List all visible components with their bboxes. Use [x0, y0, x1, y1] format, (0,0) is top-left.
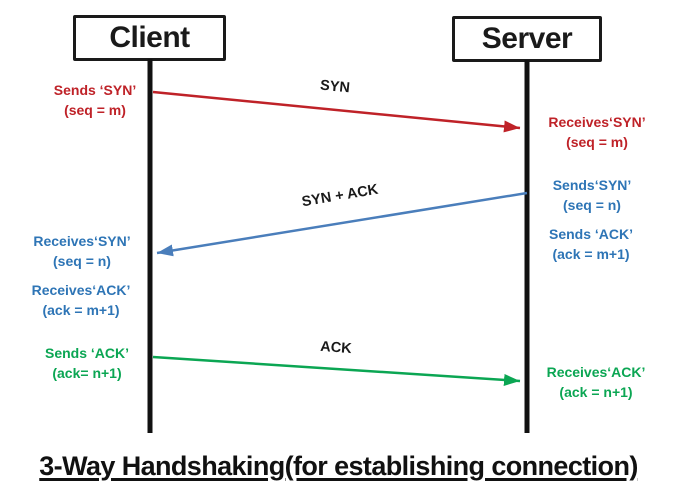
note-line: Receives‘ACK’: [546, 364, 646, 380]
note-server-sends-ack: Sends ‘ACK’ (ack = m+1): [531, 224, 651, 265]
note-client-receives-syn: Receives‘SYN’ (seq = n): [22, 231, 142, 272]
diagram-title: 3-Way Handshaking(for establishing conne…: [39, 451, 638, 481]
client-actor-box: Client: [73, 15, 226, 61]
note-line: Receives‘ACK’: [31, 282, 131, 298]
note-client-receives-ack: Receives‘ACK’ (ack = m+1): [21, 280, 141, 321]
server-actor-label: Server: [481, 22, 573, 55]
note-line: Sends ‘SYN’: [53, 82, 137, 98]
note-line: Receives‘SYN’: [548, 114, 646, 130]
synack-message-arrow: [156, 191, 528, 257]
note-line: (seq = m): [64, 102, 126, 119]
note-line: (ack= n+1): [52, 365, 122, 382]
note-line: (seq = n): [53, 253, 111, 270]
client-actor-label: Client: [109, 21, 190, 54]
note-line: (ack = n+1): [559, 384, 633, 401]
note-line: (ack = m+1): [42, 302, 120, 319]
note-line: (ack = m+1): [552, 246, 630, 263]
note-line: (seq = n): [563, 197, 621, 214]
ack-message-arrow: [152, 355, 521, 386]
note-line: (seq = m): [566, 134, 628, 151]
note-line: Sends ‘ACK’: [548, 226, 633, 242]
note-server-receives-ack: Receives‘ACK’ (ack = n+1): [536, 362, 656, 403]
note-line: Sends‘SYN’: [552, 177, 632, 193]
note-line: Sends ‘ACK’: [44, 345, 129, 361]
note-line: Receives‘SYN’: [33, 233, 131, 249]
note-client-sends-syn: Sends ‘SYN’ (seq = m): [35, 80, 155, 121]
note-server-receives-syn: Receives‘SYN’ (seq = m): [537, 112, 657, 153]
note-client-sends-ack: Sends ‘ACK’ (ack= n+1): [27, 343, 147, 384]
syn-message-arrow: [152, 90, 521, 133]
note-server-sends-syn: Sends‘SYN’ (seq = n): [532, 175, 652, 216]
